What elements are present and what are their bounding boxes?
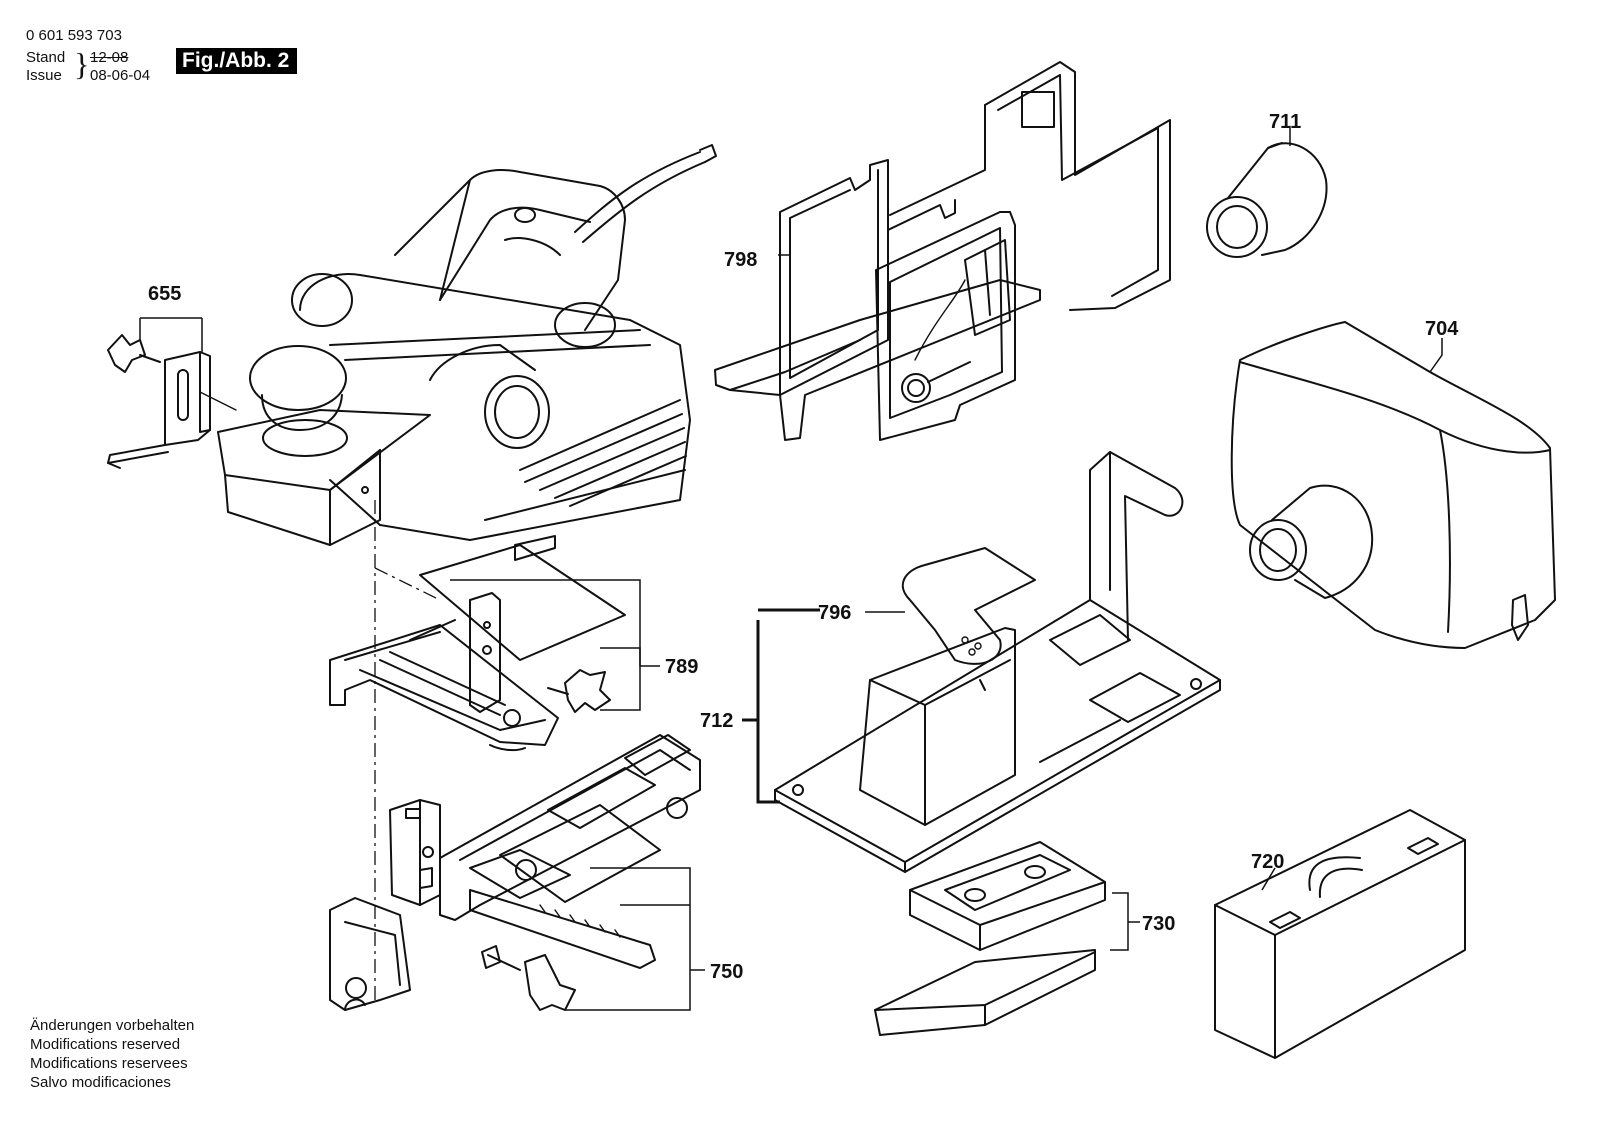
issue-date: 08-06-04 [90,67,151,84]
issue-label: Issue [26,67,62,84]
part-number-655: 655 [148,283,181,305]
part-number-730: 730 [1142,913,1175,935]
note-de: Änderungen vorbehalten [30,1017,195,1034]
document-number: 0 601 593 703 [26,27,122,44]
part-750-angle-guide-drawing [329,734,705,1011]
part-number-798: 798 [724,249,757,271]
part-number-711: 711 [1269,111,1301,133]
part-720-case-drawing [1214,809,1466,1059]
note-fr: Modifications reservees [30,1055,188,1072]
part-number-712: 712 [700,710,733,732]
part-711-adapter-drawing [1206,128,1328,258]
planer-body-drawing [217,144,717,1000]
part-number-750: 750 [710,961,743,983]
part-704-dust-bag-drawing [1230,321,1556,649]
part-730-inserts-drawing [874,841,1140,1036]
part-number-796: 796 [818,602,851,624]
part-789-guide-drawing [329,535,660,752]
brace-icon: } [74,46,90,82]
part-number-720: 720 [1251,851,1284,873]
part-712-stand-drawing [742,451,1221,873]
note-es: Salvo modificaciones [30,1074,171,1091]
stand-label: Stand [26,49,66,66]
note-en: Modifications reserved [30,1036,181,1053]
stand-date: 12-08 [90,49,129,66]
part-number-789: 789 [665,656,698,678]
figure-label: Fig./Abb. 2 [176,48,298,74]
part-655-fence-drawing [107,334,237,469]
part-number-labels: 655 798 711 704 789 796 712 730 720 750 [139,111,1459,983]
part-number-704: 704 [1425,318,1459,340]
part-798-guide-drawing [714,61,1171,441]
